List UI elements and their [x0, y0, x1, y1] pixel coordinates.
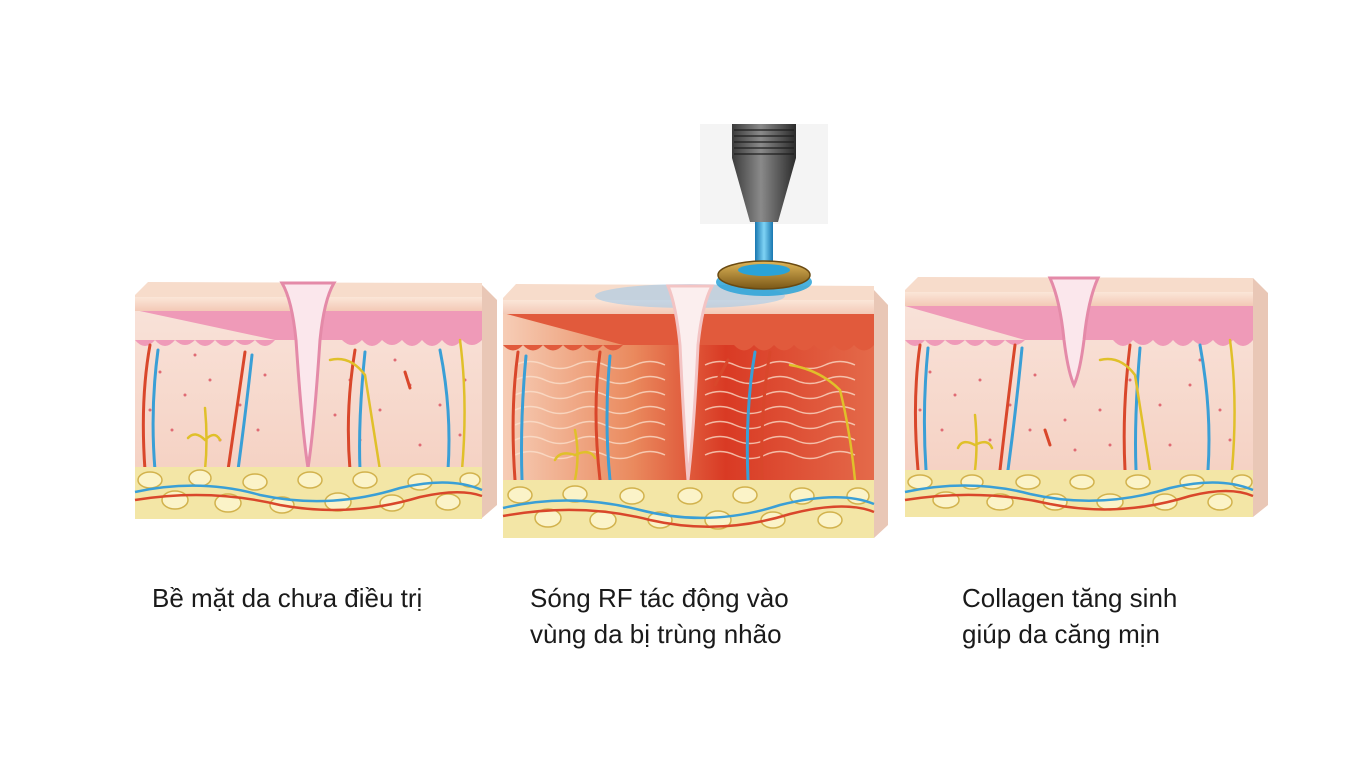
deep-vessels	[502, 496, 875, 528]
skin-block-rf-treatment	[502, 284, 888, 538]
blood-vessels	[511, 350, 772, 482]
collagen-dots	[918, 358, 1232, 452]
wrinkle-reduced	[1047, 276, 1101, 389]
caption-untreated-skin: Bề mặt da chưa điều trị	[152, 580, 422, 616]
block-side	[874, 290, 888, 538]
skin-diagram	[134, 124, 1268, 538]
skin-block-untreated	[134, 281, 497, 519]
deep-vessels	[134, 481, 483, 512]
caption-line: giúp da căng mịn	[962, 619, 1161, 649]
fat-cells	[137, 469, 481, 514]
rf-handpiece-icon	[700, 124, 828, 296]
block-side	[1253, 278, 1268, 517]
rf-heat-waves	[514, 360, 856, 460]
caption-line: Sóng RF tác động vào	[530, 583, 789, 613]
skin-block-collagen-renewed	[904, 276, 1268, 517]
caption-rf-treatment: Sóng RF tác động vào vùng da bị trùng nh…	[530, 580, 789, 652]
caption-line: Bề mặt da chưa điều trị	[152, 583, 423, 613]
blood-vessels	[913, 343, 1211, 472]
nerves	[553, 363, 857, 482]
caption-line: Collagen tăng sinh	[962, 583, 1178, 613]
fat-cells	[507, 485, 870, 530]
nerves	[186, 338, 466, 472]
caption-line: vùng da bị trùng nhão	[530, 619, 782, 649]
deep-vessels	[904, 481, 1254, 511]
nerves	[956, 338, 1236, 472]
wrinkle	[665, 284, 715, 481]
block-side	[482, 285, 497, 518]
caption-collagen-result: Collagen tăng sinh giúp da căng mịn	[962, 580, 1177, 652]
